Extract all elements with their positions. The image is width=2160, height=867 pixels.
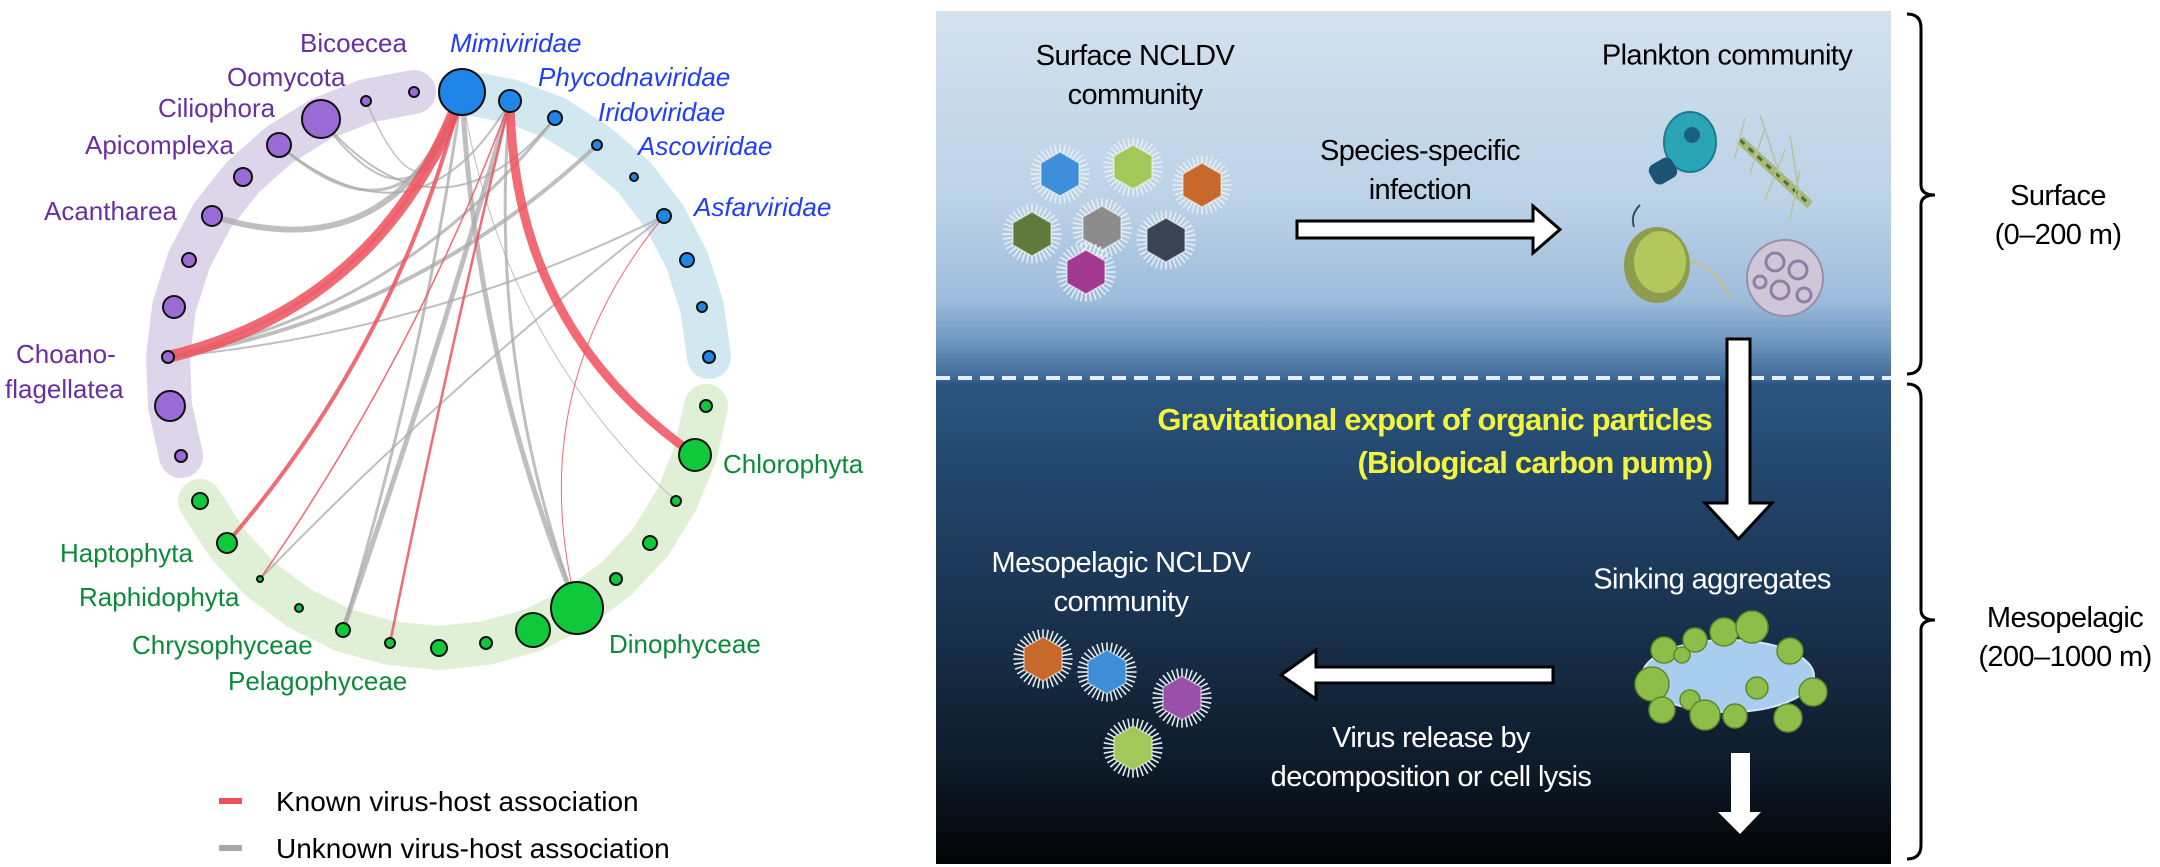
- label-flagellatea: flagellatea: [5, 374, 124, 404]
- unknown-association-edge: [459, 91, 580, 609]
- virus-node: [679, 252, 695, 268]
- legend-known-label: Known virus-host association: [276, 786, 639, 817]
- alga-node: [256, 575, 264, 583]
- alga-node: [430, 639, 448, 657]
- zone-mesopelagic-label: Mesopelagic(200–1000 m): [1978, 602, 2152, 673]
- label-asfarviridae: Asfarviridae: [692, 192, 831, 222]
- protist-node: [161, 350, 175, 364]
- label-pelagophyceae: Pelagophyceae: [228, 666, 407, 696]
- zone-surface-label: Surface(0–200 m): [1994, 180, 2122, 251]
- alga-node: [479, 636, 493, 650]
- known-association-edge: [166, 89, 468, 363]
- virus-node: [547, 110, 563, 126]
- alga-node: [678, 438, 712, 472]
- network-nodes: [154, 68, 716, 657]
- label-dinophyceae: Dinophyceae: [609, 629, 761, 659]
- legend-unknown-label: Unknown virus-host association: [276, 833, 670, 864]
- virus-node: [591, 139, 603, 151]
- unknown-association-edge: [461, 91, 677, 502]
- unknown-association-edge: [167, 215, 665, 358]
- known-association-edge: [560, 215, 665, 609]
- unknown-association-edge: [167, 143, 599, 359]
- association-edges: [166, 89, 698, 644]
- alga-node: [670, 495, 682, 507]
- label-chlorophyta: Chlorophyta: [723, 449, 864, 479]
- virus-node: [702, 350, 716, 364]
- known-association-edge: [259, 100, 511, 580]
- unknown-association-edge: [320, 117, 556, 189]
- label-haptophyta: Haptophyta: [60, 538, 194, 568]
- label-choano: Choano-: [16, 339, 116, 369]
- label-raphidophyta: Raphidophyta: [79, 582, 240, 612]
- protist-node: [201, 205, 223, 227]
- alga-node: [216, 532, 238, 554]
- alga-node: [699, 399, 713, 413]
- protist-node: [266, 132, 292, 158]
- alga-band: [178, 384, 728, 670]
- export-label: Gravitational export of organic particle…: [1157, 402, 1712, 480]
- plankton-community-title: Plankton community: [1601, 39, 1853, 72]
- known-association-edge: [505, 100, 698, 459]
- virus-node: [656, 208, 672, 224]
- label-ciliophora: Ciliophora: [158, 93, 276, 123]
- label-mimiviridae: Mimiviridae: [450, 28, 581, 58]
- surface-bracket: [1906, 12, 1936, 376]
- alga-node: [642, 535, 658, 551]
- label-bicoecea: Bicoecea: [300, 28, 407, 58]
- label-apicomplexa: Apicomplexa: [85, 130, 234, 160]
- alga-node: [335, 622, 351, 638]
- alga-node: [191, 492, 209, 510]
- label-iridoviridae: Iridoviridae: [598, 97, 725, 127]
- protist-node: [360, 95, 372, 107]
- mesopelagic-bracket: [1906, 382, 1936, 861]
- protist-node: [233, 167, 253, 187]
- virus-host-network: Bicoecea Oomycota Ciliophora Apicomplexa…: [5, 28, 864, 864]
- alga-node: [384, 637, 396, 649]
- protist-node: [162, 295, 186, 319]
- label-chrysophyceae: Chrysophyceae: [132, 630, 313, 660]
- protist-node: [301, 99, 341, 139]
- protist-node: [181, 252, 197, 268]
- label-ascoviridae: Ascoviridae: [636, 131, 772, 161]
- alga-node: [609, 572, 623, 586]
- virus-node: [498, 89, 522, 113]
- sinking-aggregates-label: Sinking aggregates: [1593, 563, 1831, 596]
- protist-node: [154, 390, 186, 422]
- virus-node: [438, 68, 486, 116]
- label-acantharea: Acantharea: [44, 196, 178, 226]
- alga-node: [294, 603, 304, 613]
- node-labels: Bicoecea Oomycota Ciliophora Apicomplexa…: [5, 28, 864, 696]
- label-phycodnaviridae: Phycodnaviridae: [538, 62, 730, 92]
- virus-node: [696, 301, 708, 313]
- alga-node: [515, 612, 551, 648]
- legend: Known virus-host association Unknown vir…: [219, 786, 670, 864]
- protist-node: [408, 86, 420, 98]
- unknown-association-edge: [340, 100, 513, 631]
- protist-node: [174, 449, 188, 463]
- alga-node: [550, 581, 604, 635]
- label-oomycota: Oomycota: [227, 62, 346, 92]
- unknown-association-edge: [503, 100, 579, 609]
- known-association-edge: [388, 100, 512, 644]
- unknown-association-edge: [341, 91, 464, 631]
- virus-node: [629, 172, 639, 182]
- known-association-edge: [225, 91, 464, 545]
- unknown-association-edge: [259, 215, 665, 580]
